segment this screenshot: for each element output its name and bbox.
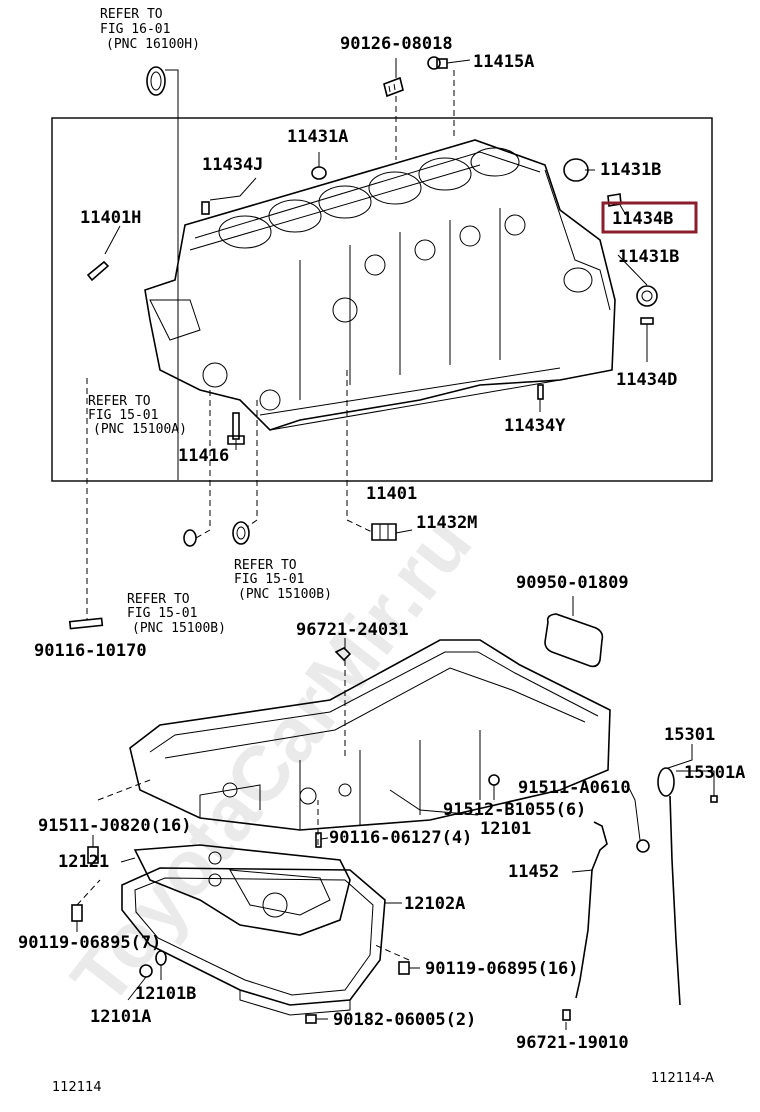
callout-11434Y[interactable]: 11434Y: [504, 416, 566, 436]
svg-text:REFER TO: REFER TO: [88, 394, 151, 409]
callout-96721-24031[interactable]: 96721-24031: [296, 620, 409, 640]
callout-90950-01809[interactable]: 90950-01809: [516, 573, 629, 593]
callout-refer-15-01-a: REFER TO FIG 15-01 (PNC 15100A): [88, 394, 187, 437]
callout-11452[interactable]: 11452: [508, 862, 559, 882]
callout-11401[interactable]: 11401: [366, 484, 417, 504]
oil-pan-upper-drawing: [129, 639, 611, 831]
callout-refer-15-01-b: REFER TO FIG 15-01 (PNC 15100B): [234, 558, 332, 602]
svg-text:(PNC 16100H): (PNC 16100H): [106, 37, 200, 52]
svg-text:FIG 15-01: FIG 15-01: [234, 572, 304, 587]
leader-lines: [76, 58, 715, 1030]
callout-12101A[interactable]: 12101A: [90, 1007, 151, 1027]
callout-12121[interactable]: 12121: [58, 852, 109, 872]
oil-strainer-drawing: [133, 844, 351, 936]
svg-text:FIG 16-01: FIG 16-01: [100, 22, 170, 37]
svg-text:(PNC 15100B): (PNC 15100B): [132, 621, 226, 636]
callout-12101[interactable]: 12101: [480, 819, 531, 839]
svg-text:REFER TO: REFER TO: [127, 592, 190, 607]
callout-90116-10170[interactable]: 90116-10170: [34, 641, 147, 661]
callout-11434B[interactable]: 11434B: [612, 209, 673, 229]
callout-11415A[interactable]: 11415A: [473, 52, 534, 72]
callout-96721-19010[interactable]: 96721-19010: [516, 1033, 629, 1053]
callout-12101B[interactable]: 12101B: [135, 984, 196, 1004]
cylinder-block-drawing: [144, 139, 616, 431]
oil-pan-lower-drawing: [121, 867, 386, 1016]
callout-11416[interactable]: 11416: [178, 446, 229, 466]
callout-90119-06895-7[interactable]: 90119-06895(7): [18, 933, 161, 953]
callout-90116-06127[interactable]: 90116-06127(4): [329, 828, 472, 848]
callout-11401H[interactable]: 11401H: [80, 208, 141, 228]
callout-11434D[interactable]: 11434D: [616, 370, 677, 390]
callout-refer-15-01-c: REFER TO FIG 15-01 (PNC 15100B): [127, 592, 226, 636]
dipstick-drawing: [657, 767, 718, 1006]
callout-90126-08018[interactable]: 90126-08018: [340, 34, 453, 54]
callout-11434J[interactable]: 11434J: [202, 155, 263, 175]
callout-12102A[interactable]: 12102A: [404, 894, 465, 914]
callout-11431B-mid[interactable]: 11431B: [618, 247, 679, 267]
figure-code-right: 112114-A: [651, 1071, 714, 1086]
block-small-parts: [86, 158, 658, 445]
callout-refer-16-01: REFER TO FIG 16-01 (PNC 16100H): [100, 7, 200, 52]
svg-text:REFER TO: REFER TO: [100, 7, 163, 22]
svg-text:(PNC 15100A): (PNC 15100A): [93, 422, 187, 437]
svg-text:FIG 15-01: FIG 15-01: [127, 606, 197, 621]
callout-91511-J0820[interactable]: 91511-J0820(16): [38, 816, 192, 836]
callout-15301[interactable]: 15301: [664, 725, 715, 745]
top-parts: [146, 56, 448, 98]
block-assembly-frame: [51, 117, 713, 482]
svg-text:REFER TO: REFER TO: [234, 558, 297, 573]
callout-90182-06005[interactable]: 90182-06005(2): [333, 1010, 476, 1030]
callout-91512-B1055[interactable]: 91512-B1055(6): [443, 800, 586, 820]
lower-block-parts: [68, 521, 604, 668]
dipstick-guide-drawing: [575, 821, 608, 999]
callout-11431B-top[interactable]: 11431B: [600, 160, 661, 180]
highlight-11434B: [601, 201, 698, 234]
callout-15301A[interactable]: 15301A: [684, 763, 745, 783]
callout-91511-A0610[interactable]: 91511-A0610: [518, 778, 631, 798]
callout-11432M[interactable]: 11432M: [416, 513, 477, 533]
svg-text:FIG 15-01: FIG 15-01: [88, 408, 158, 423]
figure-code-left: 112114: [52, 1080, 102, 1095]
callout-90119-06895-16[interactable]: 90119-06895(16): [425, 959, 579, 979]
callout-11431A[interactable]: 11431A: [287, 127, 348, 147]
svg-text:(PNC 15100B): (PNC 15100B): [238, 587, 332, 602]
